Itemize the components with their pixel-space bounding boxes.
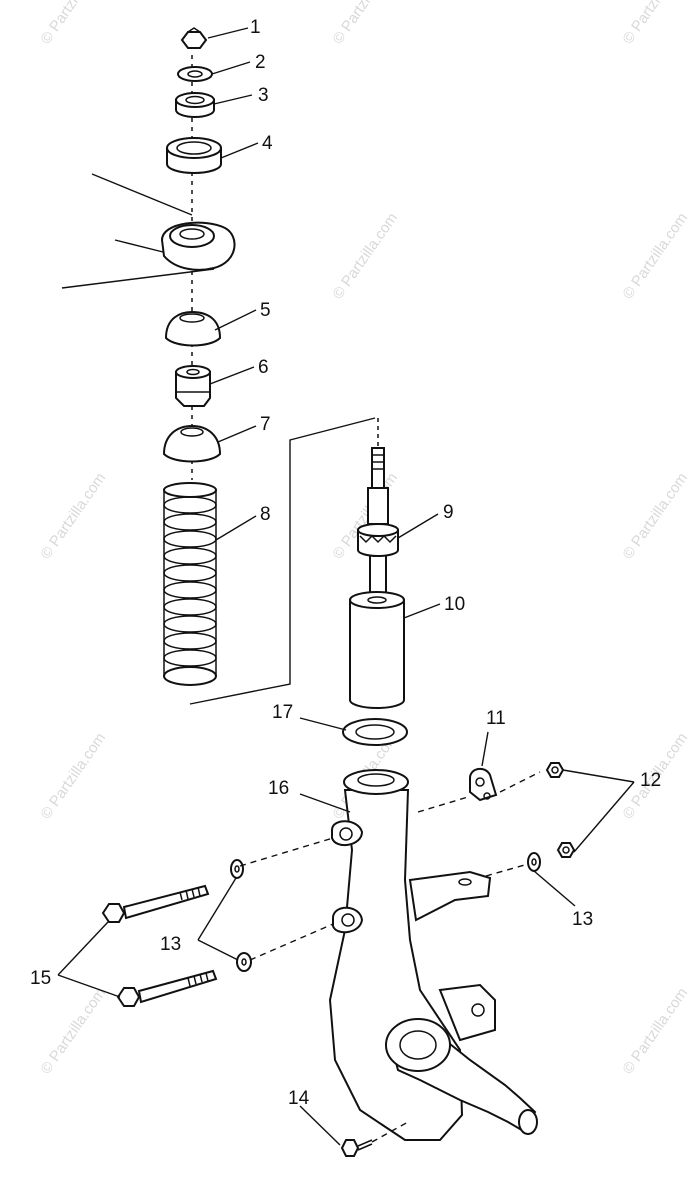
part-11-brake-bracket — [469, 767, 498, 802]
part-13-washer — [527, 852, 541, 872]
callout-13-left: 13 — [160, 934, 181, 955]
watermark: © Partzilla.com — [329, 210, 401, 303]
watermark: © Partzilla.com — [329, 0, 401, 47]
bracket-line — [189, 417, 376, 705]
part-7-spring-seat — [162, 424, 222, 463]
callout-11: 11 — [486, 708, 506, 729]
part-13-washer — [230, 859, 244, 879]
callout-8: 8 — [260, 504, 271, 525]
callout-10: 10 — [444, 594, 465, 615]
part-15-bolt — [116, 969, 218, 1007]
callout-14: 14 — [288, 1088, 310, 1109]
part-15-bolt — [101, 884, 210, 923]
watermark: © Partzilla.com — [37, 985, 109, 1078]
part-12-nut — [545, 762, 565, 778]
callout-15: 15 — [30, 968, 51, 989]
part-10-shock-absorber — [349, 418, 405, 709]
callout-13-right: 13 — [572, 909, 593, 930]
watermark: © Partzilla.com — [619, 210, 691, 303]
leader-lines — [57, 27, 635, 1146]
callout-3: 3 — [258, 85, 269, 106]
part-6-bump-stop — [175, 365, 211, 407]
callout-1: 1 — [250, 17, 261, 38]
watermark: © Partzilla.com — [37, 0, 109, 47]
callout-5: 5 — [260, 300, 271, 321]
part-12-nut — [556, 842, 576, 858]
spindle — [385, 1018, 538, 1135]
callout-12: 12 — [640, 770, 661, 791]
watermark: © Partzilla.com — [619, 470, 691, 563]
callout-9: 9 — [443, 502, 454, 523]
part-5-cup — [164, 310, 222, 347]
watermark: © Partzilla.com — [619, 985, 691, 1078]
callout-2: 2 — [255, 52, 266, 73]
callout-16: 16 — [268, 778, 289, 799]
part-2-washer — [177, 66, 213, 82]
callout-6: 6 — [258, 357, 269, 378]
callout-4: 4 — [262, 133, 273, 154]
part-14-bolt — [340, 1139, 373, 1157]
callout-17: 17 — [272, 702, 293, 723]
part-9-shock-bushing — [357, 523, 399, 557]
part-4-bearing — [166, 137, 222, 174]
part-13-washer — [236, 952, 252, 972]
part-17-washer — [342, 718, 408, 746]
part-1-nut — [180, 27, 208, 49]
upper-mount-plate — [160, 221, 236, 271]
watermark: © Partzilla.com — [37, 470, 109, 563]
part-8-coil-spring — [163, 482, 217, 686]
watermark: © Partzilla.com — [37, 730, 109, 823]
watermark: © Partzilla.com — [619, 0, 691, 47]
part-3-bushing — [175, 92, 215, 118]
callouts: 1 2 3 4 5 6 7 8 9 10 11 12 13 13 14 15 1… — [30, 17, 661, 1109]
callout-7: 7 — [260, 414, 271, 435]
